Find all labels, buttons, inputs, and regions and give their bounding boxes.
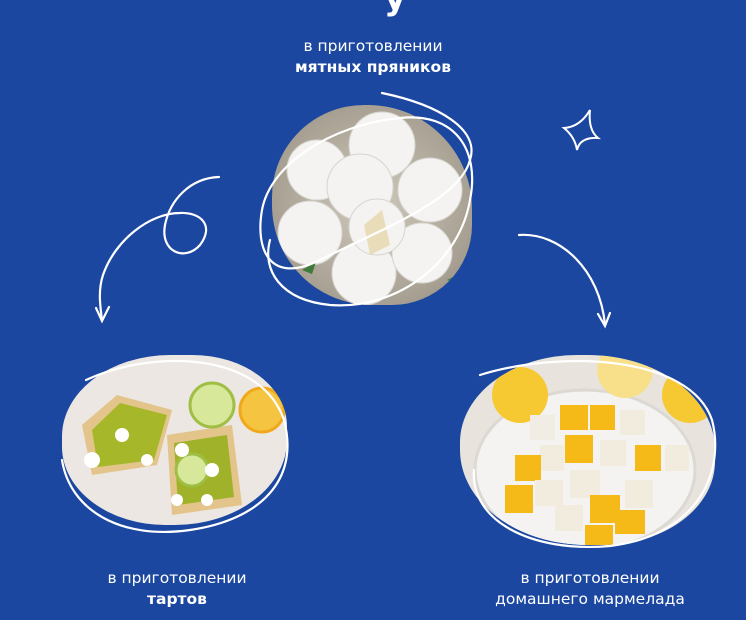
marmalade-illustration xyxy=(473,355,715,545)
scribble-circle-top xyxy=(259,91,474,307)
tart-photo xyxy=(62,355,287,525)
caption-line1: в приготовлении xyxy=(520,569,660,587)
caption-marmalade: в приготовлении домашнего мармелада xyxy=(450,568,730,610)
sparkle-star-icon xyxy=(561,109,602,151)
caption-line2: тартов xyxy=(147,590,207,608)
loop-arrow-left xyxy=(98,175,221,322)
scribble-ellipse-tart xyxy=(60,359,289,533)
caption-line2: домашнего мармелада xyxy=(495,590,685,608)
marmalade-photo xyxy=(460,355,715,545)
curved-arrow-right xyxy=(517,233,607,327)
title-fragment: у xyxy=(384,0,406,18)
caption-gingerbread: в приготовлении мятных пряников xyxy=(223,36,523,78)
arrowhead-left-icon xyxy=(94,305,111,324)
tart-illustration xyxy=(82,381,286,515)
scribble-ellipse-marmalade xyxy=(472,359,717,548)
arrowhead-right-icon xyxy=(596,311,612,329)
caption-tarts: в приготовлении тартов xyxy=(62,568,292,610)
caption-line1: в приготовлении xyxy=(107,569,247,587)
caption-line2: мятных пряников xyxy=(294,58,452,76)
caption-line1: в приготовлении xyxy=(303,37,443,55)
